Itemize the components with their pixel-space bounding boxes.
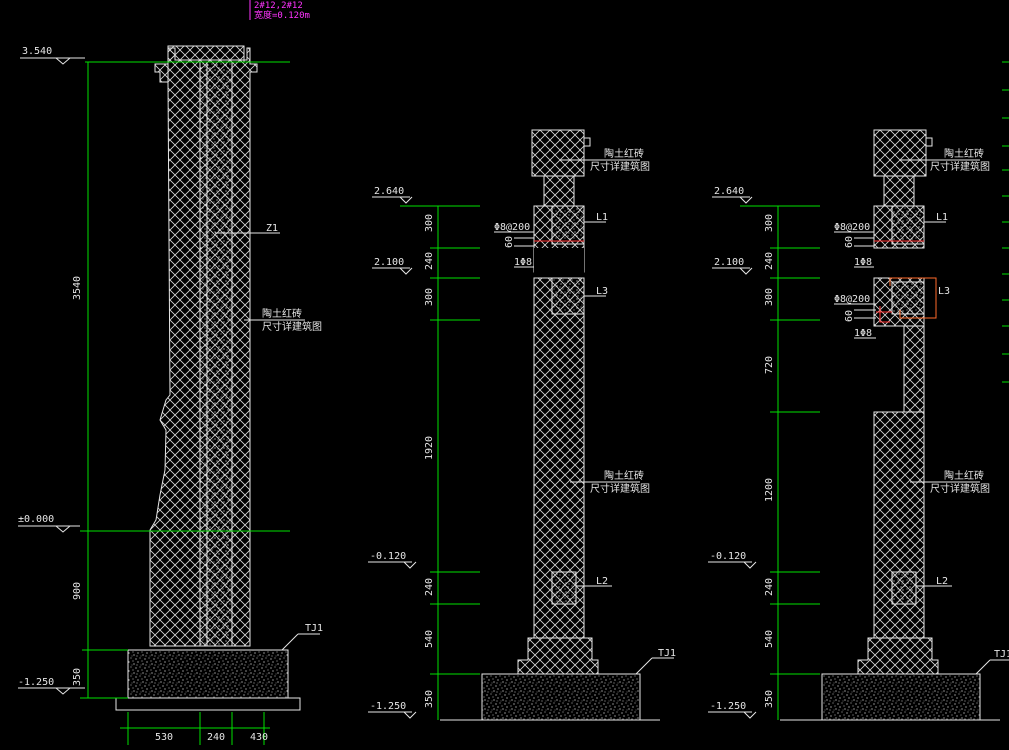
section-c-label-tj: TJ1 xyxy=(994,649,1009,660)
section-b-beam-l1 xyxy=(551,205,585,245)
section-a-label-tj: TJ1 xyxy=(305,623,323,634)
section-a-level-top: 3.540 xyxy=(20,46,290,65)
section-b-label-tj: TJ1 xyxy=(658,648,676,659)
section-c-vdim-7: 540 xyxy=(764,630,775,648)
section-a-level-top-text: 3.540 xyxy=(22,46,52,57)
section-c-beam-l3 xyxy=(891,281,925,315)
section-a-level-zero: ±0.000 xyxy=(18,514,290,533)
section-c-vdim-2: 240 xyxy=(764,252,775,270)
section-c-level-mid: 2.100 xyxy=(714,257,744,268)
section-a-cap xyxy=(167,45,245,63)
section-b-label-cap-2: 尺寸详建筑图 xyxy=(590,160,650,173)
section-c-beam-l2 xyxy=(891,571,917,605)
section-b-beam-l3 xyxy=(551,277,585,315)
section-c-label-bar-2: 1Φ8 xyxy=(854,328,872,339)
section-a-hdim-left: 530 xyxy=(155,732,173,743)
section-b-label-fill-1: 陶土红砖 xyxy=(604,469,644,482)
section-c-level-low: -0.120 xyxy=(710,551,746,562)
section-b-vdim-7: 350 xyxy=(424,690,435,708)
section-a-level-zero-text: ±0.000 xyxy=(18,514,54,525)
section-a-level-bottom-text: -1.250 xyxy=(18,677,54,688)
section-b-level-mid: 2.100 xyxy=(374,257,404,268)
section-c-label-l2: L2 xyxy=(936,576,948,587)
section-c-level-top: 2.640 xyxy=(714,186,744,197)
section-b-level-top: 2.640 xyxy=(374,186,404,197)
section-a: 3.540 ±0.000 -1.250 3540 900 350 530 240… xyxy=(18,45,323,745)
section-a-vdim-base: 350 xyxy=(72,668,83,686)
section-b-label-rebar: Φ8@200 xyxy=(494,222,530,233)
section-c-label-rebar-2: Φ8@200 xyxy=(834,294,870,305)
section-c-label-bar-1: 1Φ8 xyxy=(854,257,872,268)
section-b-vdim-2: 240 xyxy=(424,252,435,270)
section-c-cap xyxy=(873,129,927,177)
section-c-level-bottom: -1.250 xyxy=(710,701,746,712)
section-c-narrow-wall xyxy=(903,325,925,413)
section-b-label-fill-2: 尺寸详建筑图 xyxy=(590,482,650,495)
section-c-vdim-8: 350 xyxy=(764,690,775,708)
section-b-label-gap: 60 xyxy=(504,236,515,248)
section-c-footing xyxy=(821,673,981,721)
section-c-label-gap-1: 60 xyxy=(844,236,855,248)
section-c-label-cap-2: 尺寸详建筑图 xyxy=(930,160,990,173)
section-b-cap xyxy=(531,129,585,177)
section-b-label-bar: 1Φ8 xyxy=(514,257,532,268)
section-b-level-bottom: -1.250 xyxy=(370,701,406,712)
section-c-beam-l1 xyxy=(891,205,925,245)
section-b-label-l1: L1 xyxy=(596,212,608,223)
note-annotation: 2#12,2#12 宽度=0.120m xyxy=(249,0,310,21)
section-a-slab xyxy=(115,697,301,711)
section-c-label-cap-1: 陶土红砖 xyxy=(944,147,984,160)
section-a-label-z1: Z1 xyxy=(266,223,278,234)
section-b-label-l2: L2 xyxy=(596,576,608,587)
section-c-label-l1: L1 xyxy=(936,212,948,223)
section-b-vdim-4: 1920 xyxy=(424,436,435,460)
section-c-vdim-3: 300 xyxy=(764,288,775,306)
section-c-vdim-6: 240 xyxy=(764,578,775,596)
section-a-hdim-mid: 240 xyxy=(207,732,225,743)
section-b-vdim-3: 300 xyxy=(424,288,435,306)
section-a-hdim-right: 430 xyxy=(250,732,268,743)
section-b: 300 240 300 1920 240 540 350 2.640 2.100… xyxy=(368,129,676,721)
section-c-label-fill-2: 尺寸详建筑图 xyxy=(930,482,990,495)
section-c-label-l3: L3 xyxy=(938,286,950,297)
section-c-label-rebar-1: Φ8@200 xyxy=(834,222,870,233)
section-a-label-fill-2: 尺寸详建筑图 xyxy=(262,320,322,333)
section-b-beam-l2 xyxy=(551,571,577,605)
section-b-vdim-6: 540 xyxy=(424,630,435,648)
section-b-footing xyxy=(481,673,641,721)
section-c-vdim-5: 1200 xyxy=(764,478,775,502)
section-a-vdim-main: 3540 xyxy=(72,276,83,300)
section-b-label-cap-1: 陶土红砖 xyxy=(604,147,644,160)
section-c-vdim-1: 300 xyxy=(764,214,775,232)
section-c: 300 240 300 720 1200 240 540 350 2.640 2… xyxy=(708,61,1009,721)
section-b-label-l3: L3 xyxy=(596,286,608,297)
right-edge-marks xyxy=(1002,61,1009,383)
note-line-1: 2#12,2#12 xyxy=(254,1,303,11)
section-b-level-low: -0.120 xyxy=(370,551,406,562)
section-a-label-fill-1: 陶土红砖 xyxy=(262,307,302,320)
section-b-vdim-5: 240 xyxy=(424,578,435,596)
section-a-core xyxy=(199,61,233,647)
section-a-footing xyxy=(127,649,289,699)
section-b-vdim-1: 300 xyxy=(424,214,435,232)
section-c-label-fill-1: 陶土红砖 xyxy=(944,469,984,482)
section-c-label-gap-2: 60 xyxy=(844,310,855,322)
section-c-vdim-4: 720 xyxy=(764,356,775,374)
note-line-2: 宽度=0.120m xyxy=(254,9,310,21)
section-a-vdim-foot: 900 xyxy=(72,582,83,600)
